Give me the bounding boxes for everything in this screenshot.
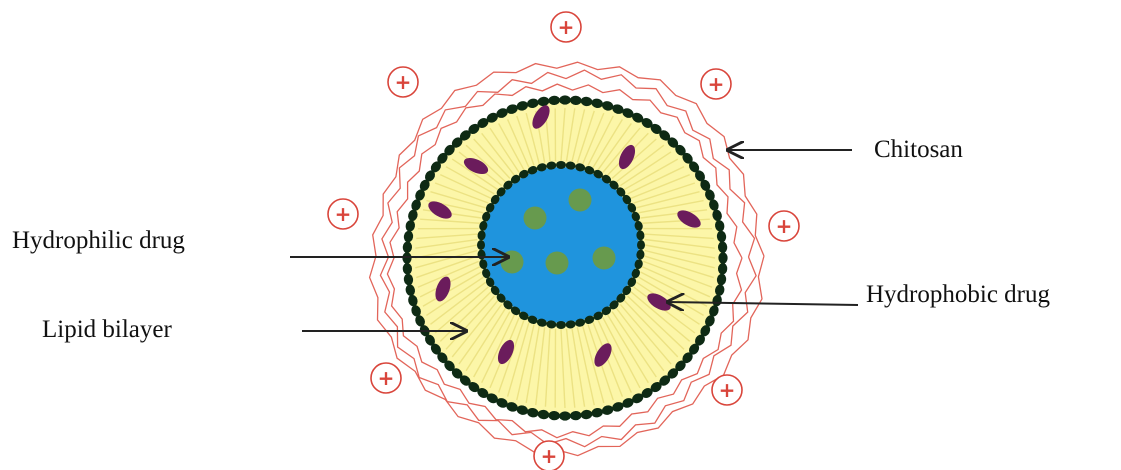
charge-symbol: + bbox=[395, 70, 412, 94]
lipid-head bbox=[556, 321, 566, 329]
positive-charge: + bbox=[371, 363, 401, 393]
hydrophilic-drug-label: Hydrophilic drug bbox=[12, 227, 185, 254]
hydrophilic-drug bbox=[546, 252, 569, 275]
lipid-head bbox=[718, 252, 727, 264]
charge-symbol: + bbox=[335, 202, 352, 226]
lipid-bilayer-label: Lipid bilayer bbox=[42, 316, 172, 343]
charge-symbol: + bbox=[708, 72, 725, 96]
positive-charge: + bbox=[388, 67, 418, 97]
positive-charge: + bbox=[534, 441, 564, 470]
chitosan-label: Chitosan bbox=[874, 136, 963, 163]
aqueous-core bbox=[483, 167, 639, 323]
lipid-head bbox=[477, 240, 485, 250]
lipid-head bbox=[559, 95, 571, 104]
charge-symbol: + bbox=[378, 366, 395, 390]
hydrophilic-drug bbox=[524, 207, 547, 230]
charge-symbol: + bbox=[719, 378, 736, 402]
charge-symbol: + bbox=[541, 444, 558, 468]
hydrophilic-drug bbox=[569, 189, 592, 212]
positive-charge: + bbox=[712, 375, 742, 405]
hydrophilic-drug bbox=[501, 251, 524, 274]
hydrophobic-drug-label: Hydrophobic drug bbox=[866, 281, 1050, 308]
charge-symbol: + bbox=[558, 15, 575, 39]
charge-symbol: + bbox=[776, 214, 793, 238]
hydrophilic-drug bbox=[593, 247, 616, 270]
lipid-head bbox=[556, 161, 566, 169]
positive-charge: + bbox=[769, 211, 799, 241]
lipid-head bbox=[559, 411, 571, 420]
positive-charge: + bbox=[551, 12, 581, 42]
positive-charge: + bbox=[328, 199, 358, 229]
lipid-head bbox=[637, 240, 645, 250]
positive-charge: + bbox=[701, 69, 731, 99]
